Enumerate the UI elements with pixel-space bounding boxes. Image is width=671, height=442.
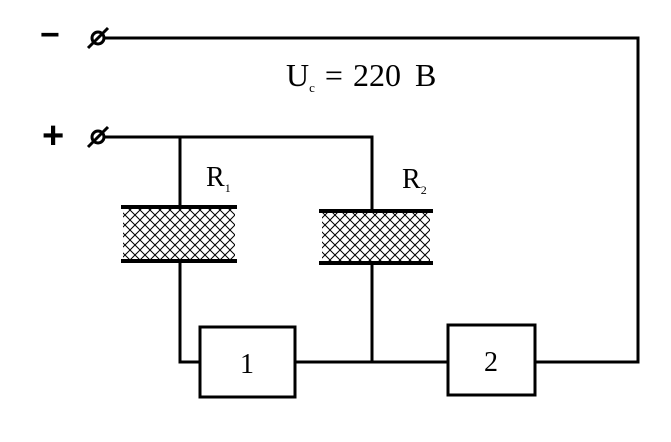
wire-negative-rail xyxy=(102,36,640,364)
resistor-r2: R2 xyxy=(319,164,433,265)
block-1: 1 xyxy=(198,325,297,399)
wire-r1-to-block-1 xyxy=(178,260,202,364)
resistor-r1-label: R1 xyxy=(206,162,231,195)
resistor-r2-body xyxy=(322,212,430,262)
block-1-label: 1 xyxy=(240,349,254,380)
negative-terminal-slash xyxy=(86,26,110,50)
block-2-label: 2 xyxy=(484,347,498,378)
negative-sign: − xyxy=(40,16,60,54)
positive-terminal-slash xyxy=(86,125,110,149)
block-2-box xyxy=(446,323,537,397)
voltage-value: 220 xyxy=(353,57,401,93)
wire-positive-top xyxy=(102,135,374,213)
block-2: 2 xyxy=(446,323,537,397)
block-1-box xyxy=(198,325,297,399)
voltage-equals: = xyxy=(325,57,343,93)
negative-terminal: − xyxy=(40,16,110,54)
voltage-symbol: U xyxy=(286,57,309,93)
voltage-subscript: c xyxy=(309,80,315,95)
voltage-label: Uc = 220 B xyxy=(286,57,436,95)
resistor-r1-body xyxy=(123,208,235,260)
positive-terminal: + xyxy=(42,115,110,157)
resistor-r2-label: R2 xyxy=(402,164,427,197)
positive-sign: + xyxy=(42,115,64,157)
voltage-unit: B xyxy=(415,57,436,93)
